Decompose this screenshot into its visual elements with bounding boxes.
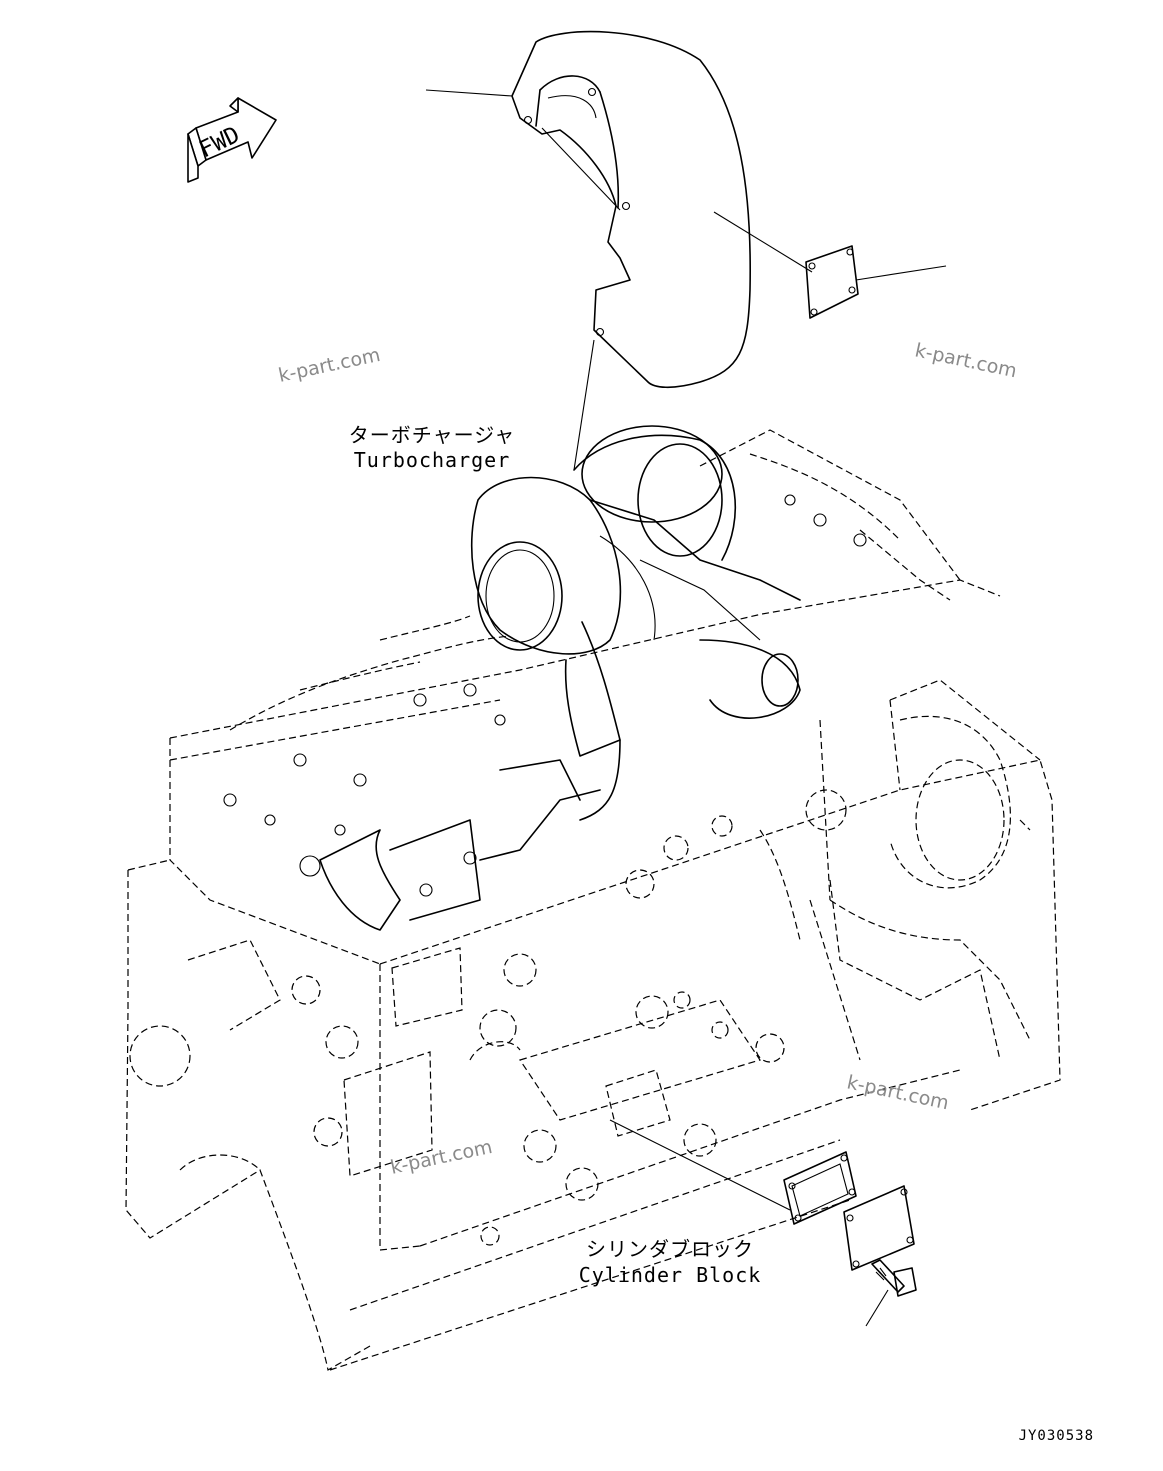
watermark: k-part.com — [388, 1136, 494, 1179]
fwd-arrow-icon: FWD — [187, 97, 277, 183]
turbo-label-jp: ターボチャージャ — [349, 423, 515, 447]
insulator-cover — [425, 30, 813, 471]
cylinder-block — [125, 679, 1061, 1371]
block-label-jp: シリンダブロック — [586, 1237, 754, 1261]
watermark: k-part.com — [913, 339, 1019, 382]
cylinder-head — [169, 429, 1001, 965]
watermark: k-part.com — [845, 1071, 951, 1114]
turbo-label-en: Turbocharger — [354, 448, 511, 472]
block-label-en: Cylinder Block — [579, 1263, 762, 1287]
cover-plate — [805, 245, 947, 319]
gasket-plate-bolt — [609, 1119, 917, 1327]
drawing-code: JY030538 — [1019, 1428, 1094, 1444]
watermark: k-part.com — [276, 344, 382, 387]
turbocharger — [470, 425, 801, 821]
